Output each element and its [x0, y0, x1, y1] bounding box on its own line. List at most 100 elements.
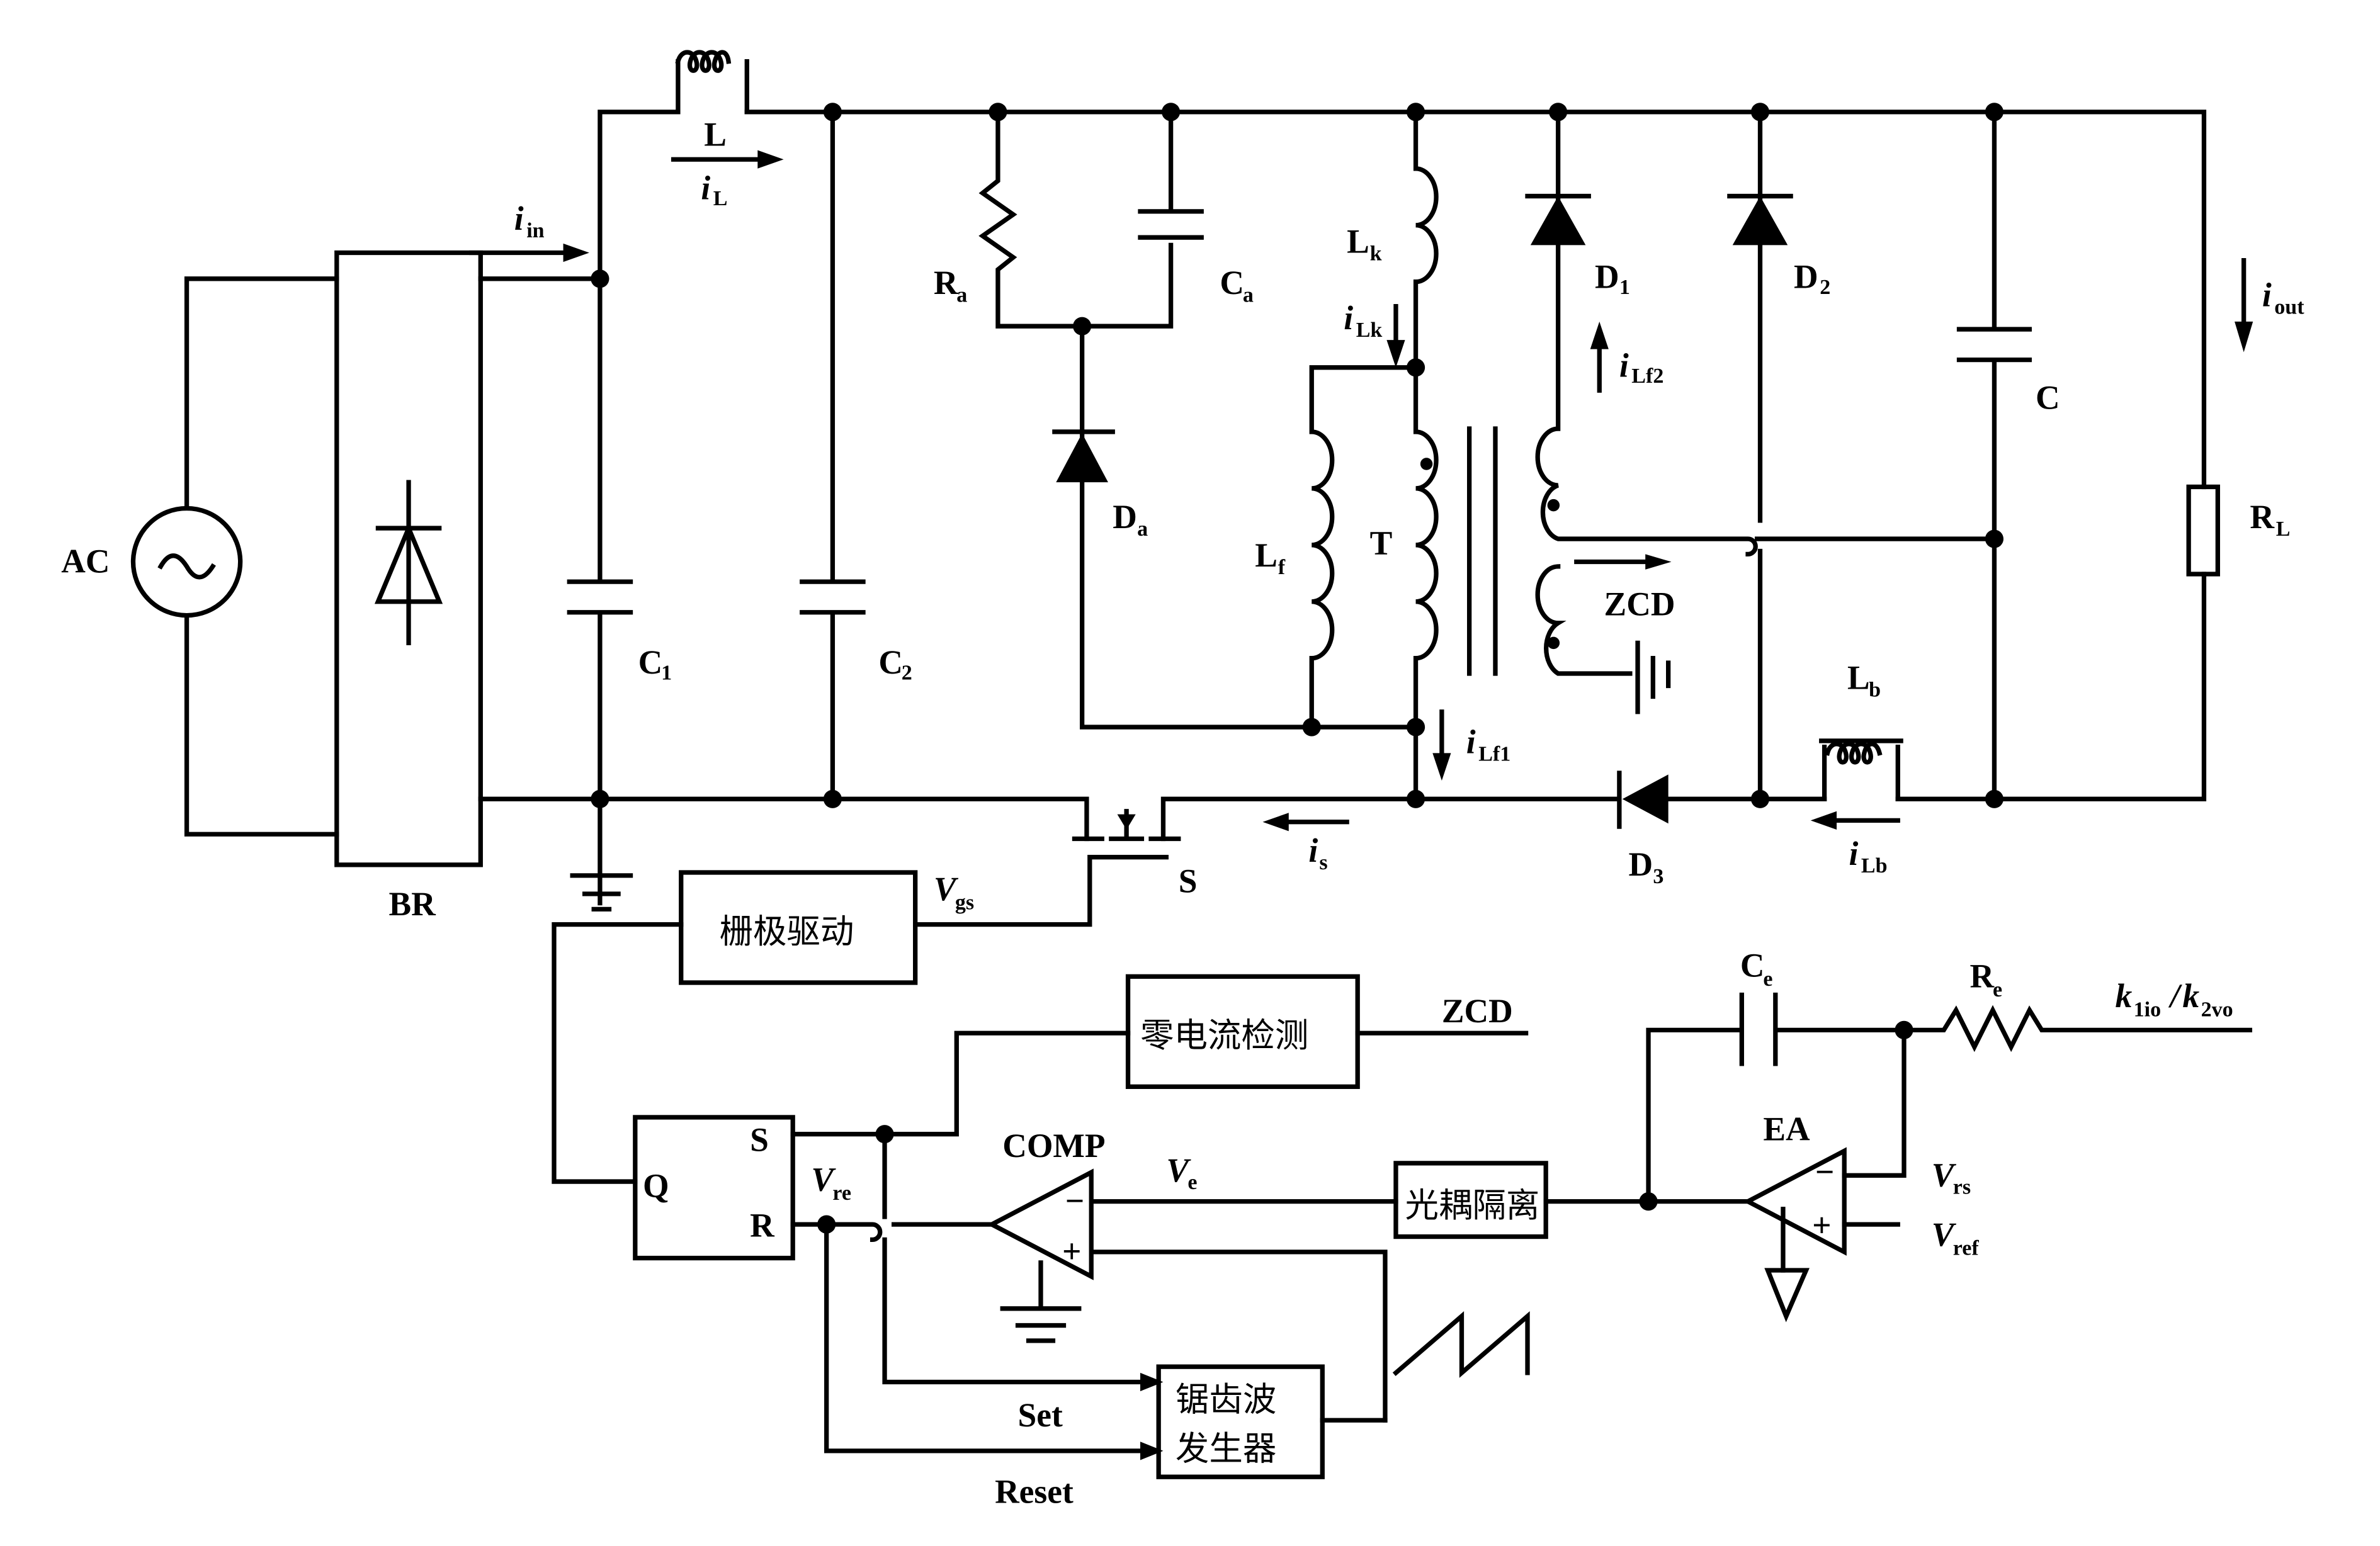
svg-text:i: i [514, 200, 524, 237]
svg-text:L: L [713, 187, 728, 210]
capacitor-C1 [567, 276, 633, 906]
svg-text:S: S [1179, 862, 1198, 900]
svg-text:i: i [701, 169, 710, 206]
svg-text:D: D [1794, 257, 1818, 295]
inductor-Lb [1819, 738, 1903, 801]
svg-text:i: i [1344, 299, 1353, 337]
svg-text:L: L [1347, 223, 1369, 261]
error-amplifier [1743, 1147, 1847, 1256]
transformer-secondary [1535, 110, 1997, 676]
svg-text:L: L [2276, 517, 2291, 541]
svg-text:L: L [1255, 536, 1278, 574]
svg-text:Lf1: Lf1 [1478, 743, 1510, 766]
ac-label: AC [61, 543, 110, 580]
svg-text:发生器: 发生器 [1176, 1428, 1276, 1468]
svg-text:s: s [1319, 851, 1327, 874]
svg-text:+: + [1812, 1207, 1831, 1244]
inductor-L [675, 50, 749, 115]
bridge-rectifier [334, 250, 483, 867]
svg-text:out: out [2274, 296, 2304, 319]
svg-text:in: in [526, 219, 544, 242]
svg-text:R: R [2250, 498, 2275, 536]
svg-text:D: D [1628, 845, 1653, 883]
svg-text:COMP: COMP [1002, 1127, 1105, 1165]
svg-text:i: i [1466, 723, 1476, 760]
svg-text:V: V [1932, 1156, 1957, 1193]
svg-text:1: 1 [1619, 276, 1630, 299]
svg-text:C: C [878, 643, 903, 681]
svg-text:i: i [1308, 832, 1318, 869]
svg-text:i: i [1849, 835, 1858, 872]
ground-icon [1635, 640, 1671, 714]
transformer-primary [1309, 110, 1439, 801]
resistor-RL [2186, 484, 2220, 577]
svg-text:Set: Set [1018, 1396, 1063, 1434]
svg-text:C: C [638, 643, 663, 681]
svg-text:2: 2 [902, 662, 912, 685]
ground-icon [570, 873, 633, 911]
svg-text:ZCD: ZCD [1442, 992, 1513, 1030]
svg-text:C: C [1740, 946, 1765, 984]
svg-text:Lb: Lb [1861, 854, 1888, 877]
svg-text:Lf2: Lf2 [1631, 364, 1663, 388]
svg-text:k: k [2182, 977, 2199, 1015]
svg-text:/: / [2168, 977, 2182, 1015]
snubber-Ra-Ca [978, 110, 1419, 730]
diode-D3 [1622, 774, 1669, 824]
gate-driver-block [679, 870, 918, 985]
svg-text:S: S [750, 1120, 769, 1158]
svg-text:2: 2 [1820, 276, 1830, 299]
svg-text:D: D [1595, 257, 1619, 295]
diode-Da [1056, 433, 1108, 483]
svg-text:ref: ref [1953, 1237, 1980, 1260]
svg-text:f: f [1278, 556, 1286, 579]
svg-text:EA: EA [1763, 1110, 1810, 1148]
sawtooth-wave-icon [1320, 1311, 1530, 1423]
svg-text:锯齿波: 锯齿波 [1176, 1380, 1276, 1419]
svg-text:R: R [750, 1207, 775, 1244]
svg-text:1io: 1io [2134, 998, 2161, 1022]
svg-text:b: b [1869, 678, 1881, 701]
br-label: BR [388, 885, 436, 923]
junction-dots [591, 103, 2004, 1234]
iL-arrow [757, 150, 784, 169]
svg-text:V: V [1932, 1216, 1957, 1253]
svg-text:3: 3 [1653, 865, 1663, 888]
iin-arrow [563, 243, 589, 262]
svg-text:D: D [1113, 498, 1137, 536]
svg-text:e: e [1187, 1171, 1197, 1194]
mosfet-S [913, 809, 1181, 927]
svg-text:+: + [1062, 1233, 1081, 1270]
svg-text:T: T [1370, 524, 1393, 561]
svg-text:C: C [2036, 378, 2060, 416]
svg-text:R: R [1970, 957, 1995, 995]
svg-text:i: i [1619, 346, 1629, 384]
svg-text:V: V [811, 1161, 836, 1199]
ac-source [130, 276, 339, 837]
svg-text:rs: rs [1953, 1175, 1971, 1199]
comparator [987, 1168, 1398, 1423]
svg-text:re: re [832, 1182, 851, 1205]
svg-text:−: − [1065, 1182, 1084, 1220]
capacitor-C2 [800, 110, 866, 801]
svg-text:k: k [2115, 977, 2132, 1015]
svg-text:L: L [1847, 658, 1870, 696]
svg-text:1: 1 [661, 662, 672, 685]
diode-D2 [1732, 196, 1788, 245]
svg-text:Q: Q [643, 1166, 669, 1204]
svg-text:V: V [1166, 1151, 1191, 1189]
svg-text:栅极驱动: 栅极驱动 [720, 911, 854, 951]
svg-text:光耦隔离: 光耦隔离 [1405, 1185, 1540, 1225]
svg-text:i: i [2262, 276, 2272, 314]
svg-text:Lk: Lk [1356, 319, 1383, 342]
L-label: L [704, 115, 727, 153]
svg-text:gs: gs [955, 891, 974, 914]
svg-text:C: C [1220, 264, 1244, 302]
svg-text:a: a [1243, 283, 1254, 307]
svg-text:k: k [1370, 242, 1382, 266]
svg-text:Reset: Reset [995, 1473, 1074, 1511]
transformer-core [1466, 426, 1498, 676]
svg-text:e: e [1993, 978, 2002, 1002]
sr-flipflop [633, 1115, 795, 1261]
